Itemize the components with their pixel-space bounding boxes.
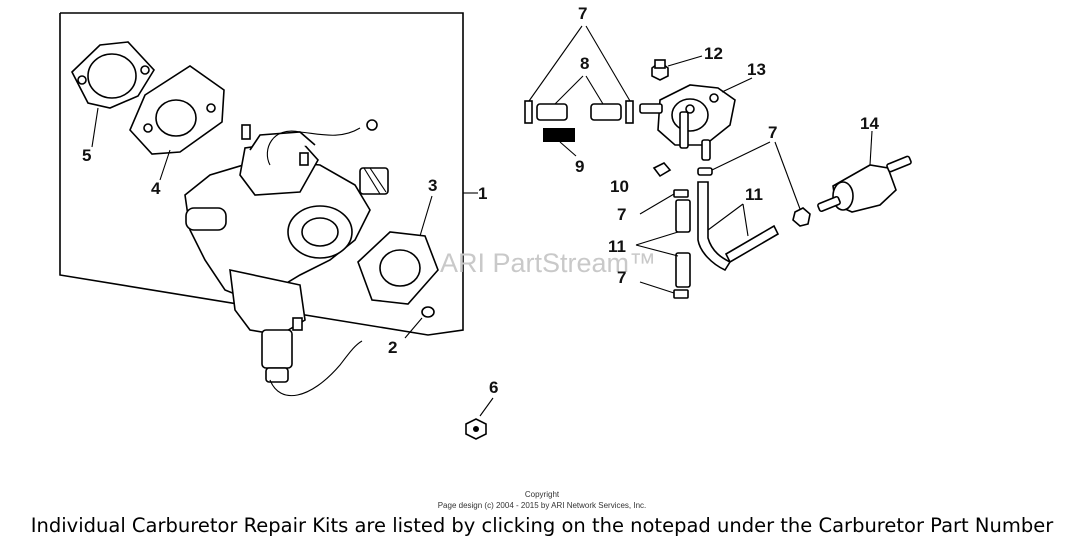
- callout-12: 12: [704, 44, 723, 63]
- gasket-2[interactable]: [404, 306, 435, 339]
- callout-9: 9: [575, 157, 584, 176]
- callout-7-left-lower: 7: [617, 268, 626, 287]
- repair-kit-notice: Individual Carburetor Repair Kits are li…: [30, 514, 1054, 537]
- filter-8-pair[interactable]: [536, 75, 622, 121]
- bolt-12[interactable]: [651, 55, 703, 81]
- filter-element-9[interactable]: [543, 128, 577, 157]
- copyright-label: Copyright: [524, 490, 560, 499]
- watermark: ARI PartStream™: [440, 248, 656, 278]
- fuel-hose-11-set[interactable]: [635, 181, 780, 299]
- callout-1: 1: [478, 184, 487, 203]
- page-design-credit: Page design (c) 2004 - 2015 by ARI Netwo…: [437, 501, 647, 510]
- gasket-5[interactable]: [71, 41, 156, 148]
- gasket-3[interactable]: [357, 195, 439, 305]
- fuel-fitting[interactable]: [697, 141, 811, 227]
- callout-6: 6: [489, 378, 498, 397]
- gasket-10[interactable]: [652, 162, 672, 178]
- callout-14: 14: [860, 114, 879, 133]
- callout-8: 8: [580, 54, 589, 73]
- gasket-4[interactable]: [129, 65, 225, 181]
- hose-clamp-7-pair[interactable]: [524, 25, 634, 124]
- fuel-pump-13[interactable]: [639, 77, 753, 161]
- callout-11-right: 11: [745, 185, 763, 204]
- callout-4: 4: [151, 179, 161, 198]
- inline-fuel-filter-14[interactable]: [817, 130, 912, 213]
- callout-10: 10: [610, 177, 629, 196]
- callout-7-left-upper: 7: [617, 205, 626, 224]
- callout-7-top: 7: [578, 4, 587, 23]
- callout-11-left: 11: [608, 237, 626, 256]
- callout-3: 3: [428, 176, 437, 195]
- callout-13: 13: [747, 60, 766, 79]
- callout-7-right: 7: [768, 123, 777, 142]
- nut-6[interactable]: [465, 397, 494, 440]
- callout-2: 2: [388, 338, 397, 357]
- callout-5: 5: [82, 146, 91, 165]
- kit-outline-box: [59, 12, 478, 336]
- carburetor-assembly[interactable]: [184, 119, 389, 397]
